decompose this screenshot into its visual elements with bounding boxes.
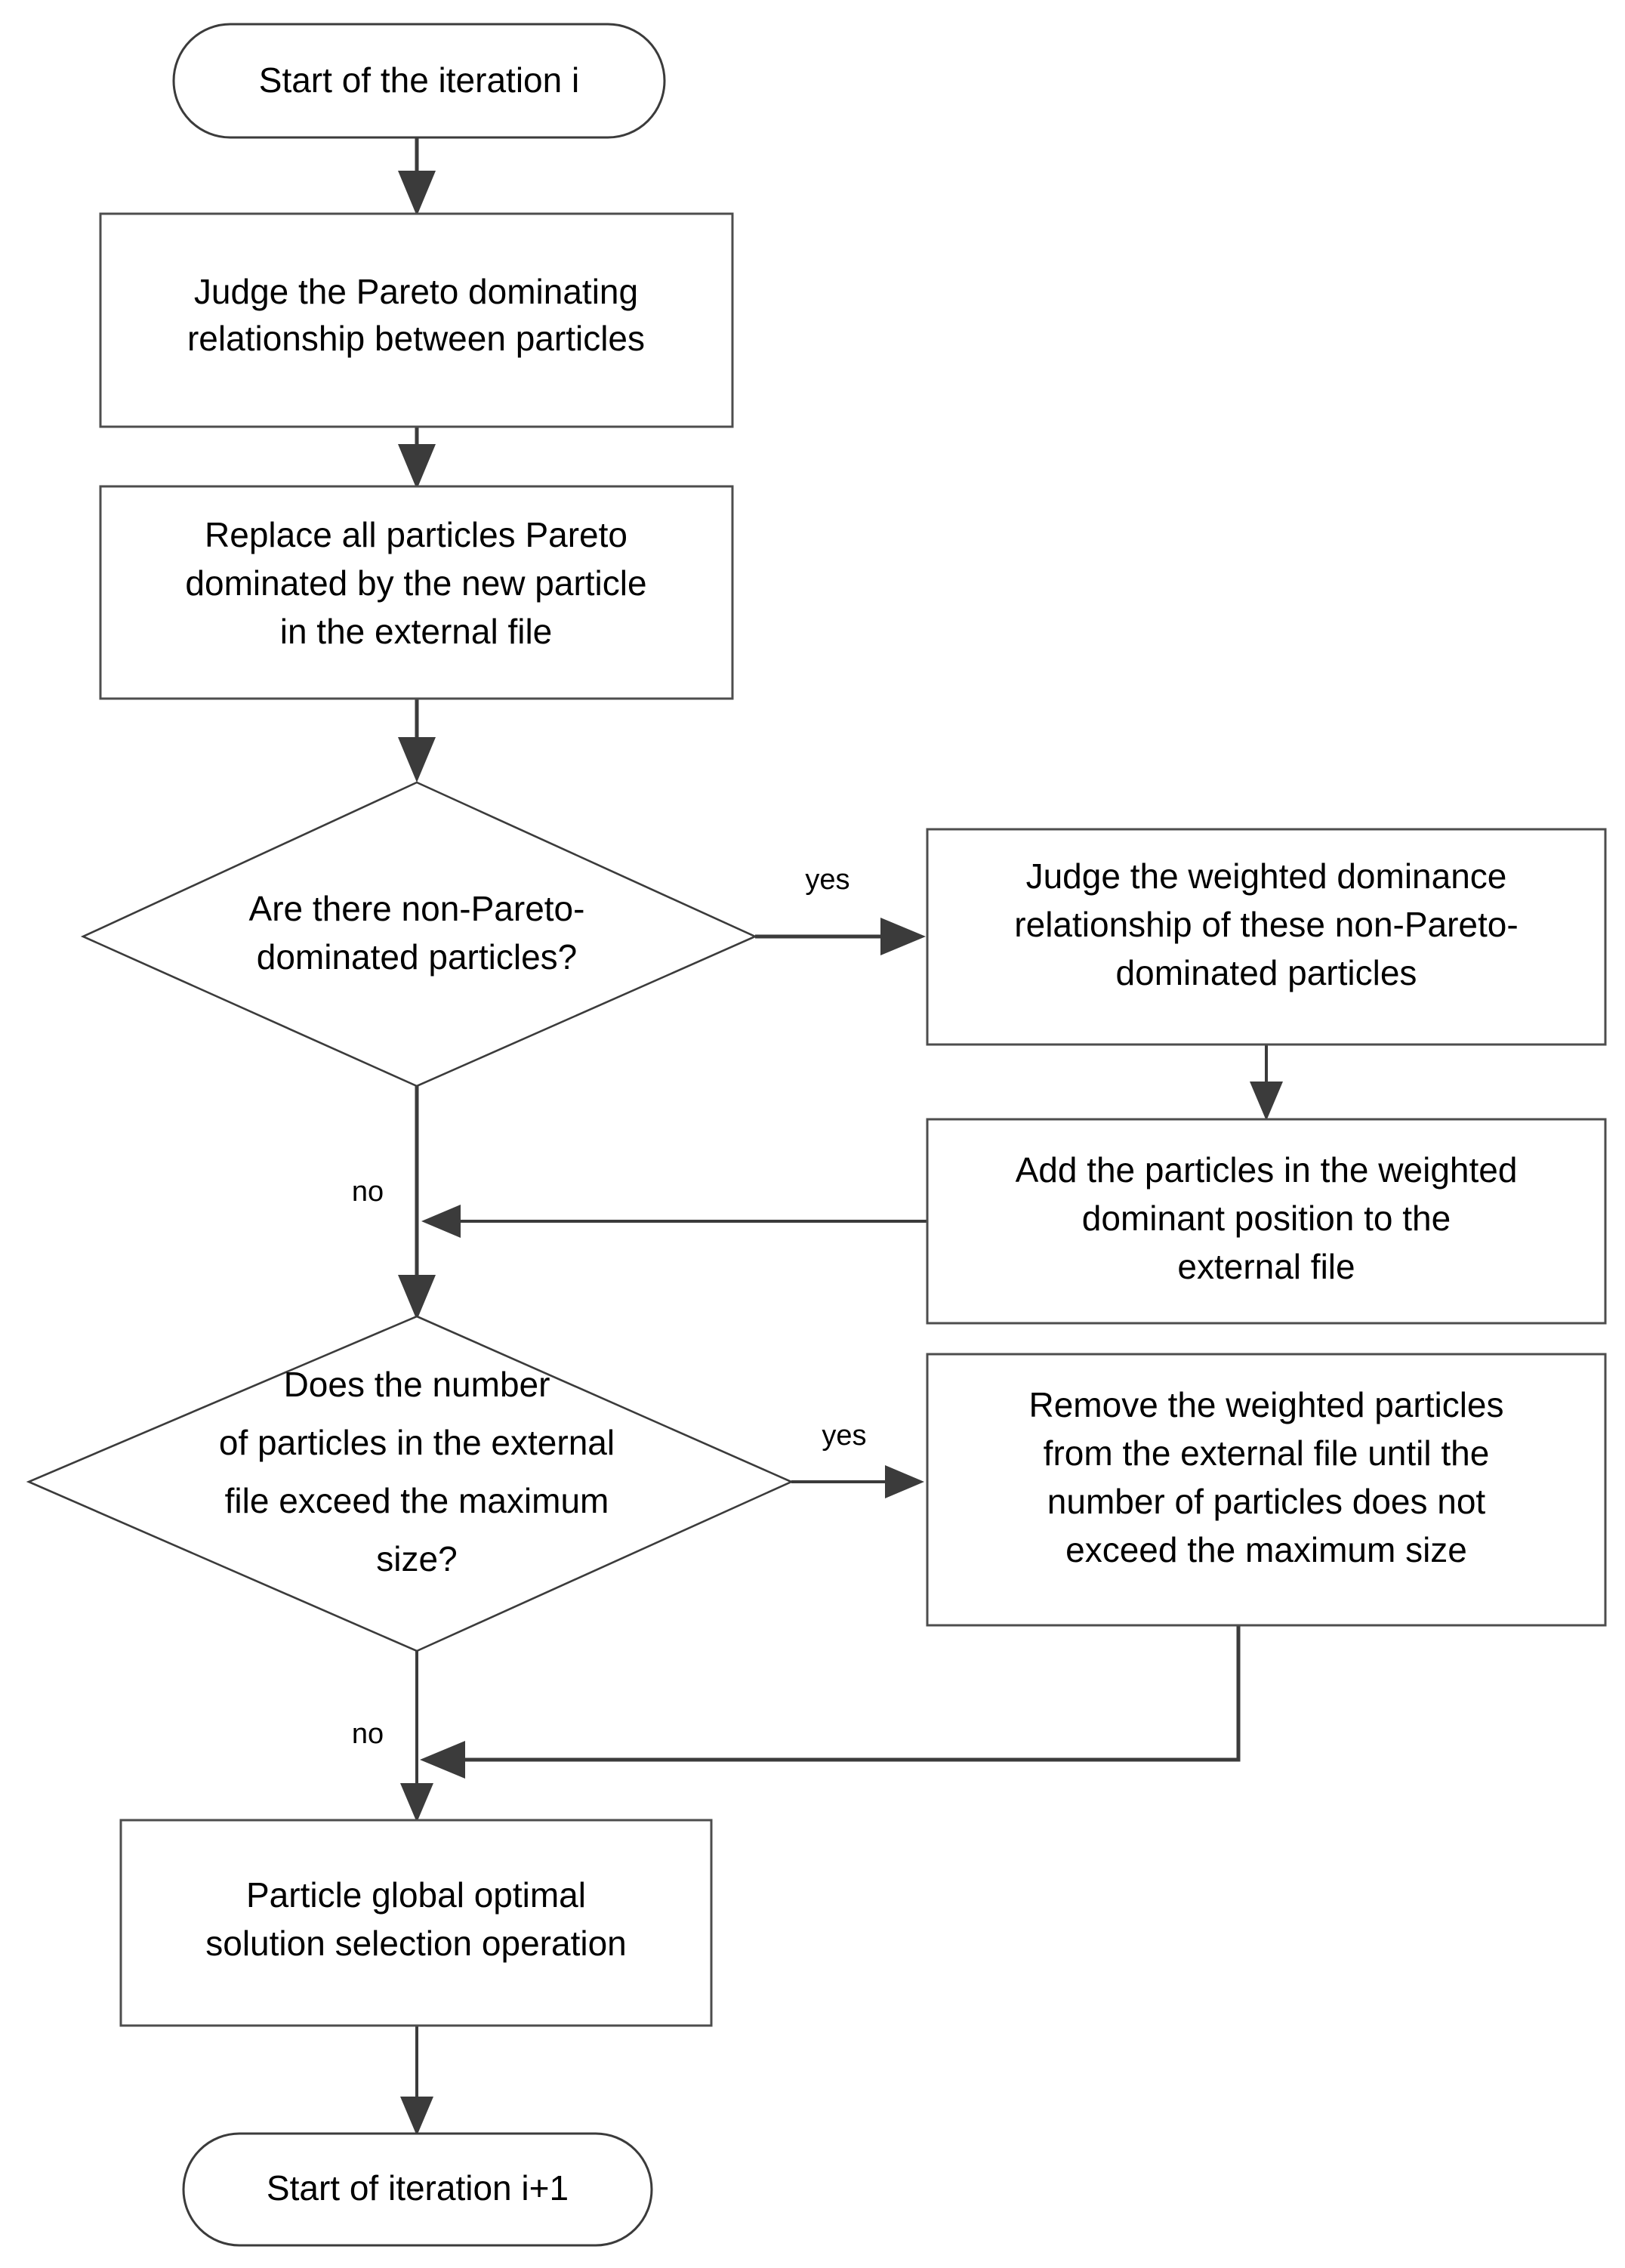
replace-particles-line-3: in the external file [280,612,553,651]
replace-particles-line-2: dominated by the new particle [185,563,646,603]
edge-label-yes-2: yes [822,1420,866,1452]
judge-pareto-box [99,212,734,428]
judge-weighted-line-1: Judge the weighted dominance [1026,856,1507,896]
replace-particles-line-1: Replace all particles Pareto [205,515,627,554]
decision-maxsize-diamond [26,1315,794,1652]
add-particles-box [926,1118,1607,1325]
decision-nonpareto-line-2: dominated particles? [257,937,577,977]
remove-particles-line-2: from the external file until the [1044,1433,1490,1473]
end-label: Start of iteration i+1 [267,2168,569,2208]
remove-particles-line-1: Remove the weighted particles [1029,1385,1504,1424]
add-particles-line-1: Add the particles in the weighted [1016,1150,1518,1190]
judge-pareto-line-2: relationship between particles [187,319,645,358]
add-particles-line-2: dominant position to the [1082,1199,1451,1238]
node-end[interactable]: Start of iteration i+1 [182,2132,653,2247]
node-add-particles[interactable]: Add the particles in the weighted domina… [926,1118,1607,1325]
decision-nonpareto-line-1: Are there non-Pareto- [249,889,585,928]
judge-pareto-line-1: Judge the Pareto dominating [194,272,638,311]
add-particles-line-3: external file [1177,1247,1355,1286]
remove-particles-line-4: exceed the maximum size [1065,1530,1467,1569]
global-optimal-box [119,1819,713,2027]
global-optimal-line-1: Particle global optimal [246,1875,586,1915]
decision-maxsize-line-2: of particles in the external [219,1423,615,1462]
node-global-optimal[interactable]: Particle global optimal solution selecti… [119,1819,713,2027]
judge-weighted-line-3: dominated particles [1116,953,1417,992]
start-terminal-shape [172,23,666,139]
replace-particles-box [99,485,734,700]
end-terminal-shape [182,2132,653,2247]
judge-weighted-box [926,828,1607,1046]
node-decision-maxsize[interactable]: Does the number of particles in the exte… [26,1315,794,1652]
node-judge-pareto[interactable]: Judge the Pareto dominating relationship… [99,212,734,428]
edge-label-no-1: no [352,1176,384,1208]
node-replace-particles[interactable]: Replace all particles Pareto dominated b… [99,485,734,700]
decision-nonpareto-diamond [80,781,758,1088]
decision-maxsize-line-1: Does the number [284,1365,550,1404]
edge-remove-to-main-stem [420,1625,1241,1779]
node-decision-nonpareto[interactable]: Are there non-Pareto- dominated particle… [80,781,758,1088]
judge-weighted-line-2: relationship of these non-Pareto- [1014,905,1518,944]
decision-maxsize-line-4: size? [376,1539,457,1578]
node-start[interactable]: Start of the iteration i [172,23,666,139]
edge-label-yes-1: yes [805,864,850,896]
start-label: Start of the iteration i [259,60,579,100]
node-judge-weighted[interactable]: Judge the weighted dominance relationshi… [926,828,1607,1046]
edge-label-no-2: no [352,1718,384,1750]
node-remove-particles[interactable]: Remove the weighted particles from the e… [926,1353,1607,1627]
remove-particles-box [926,1353,1607,1627]
decision-maxsize-line-3: file exceed the maximum [225,1481,609,1520]
global-optimal-line-2: solution selection operation [205,1924,626,1963]
remove-particles-line-3: number of particles does not [1047,1482,1486,1521]
